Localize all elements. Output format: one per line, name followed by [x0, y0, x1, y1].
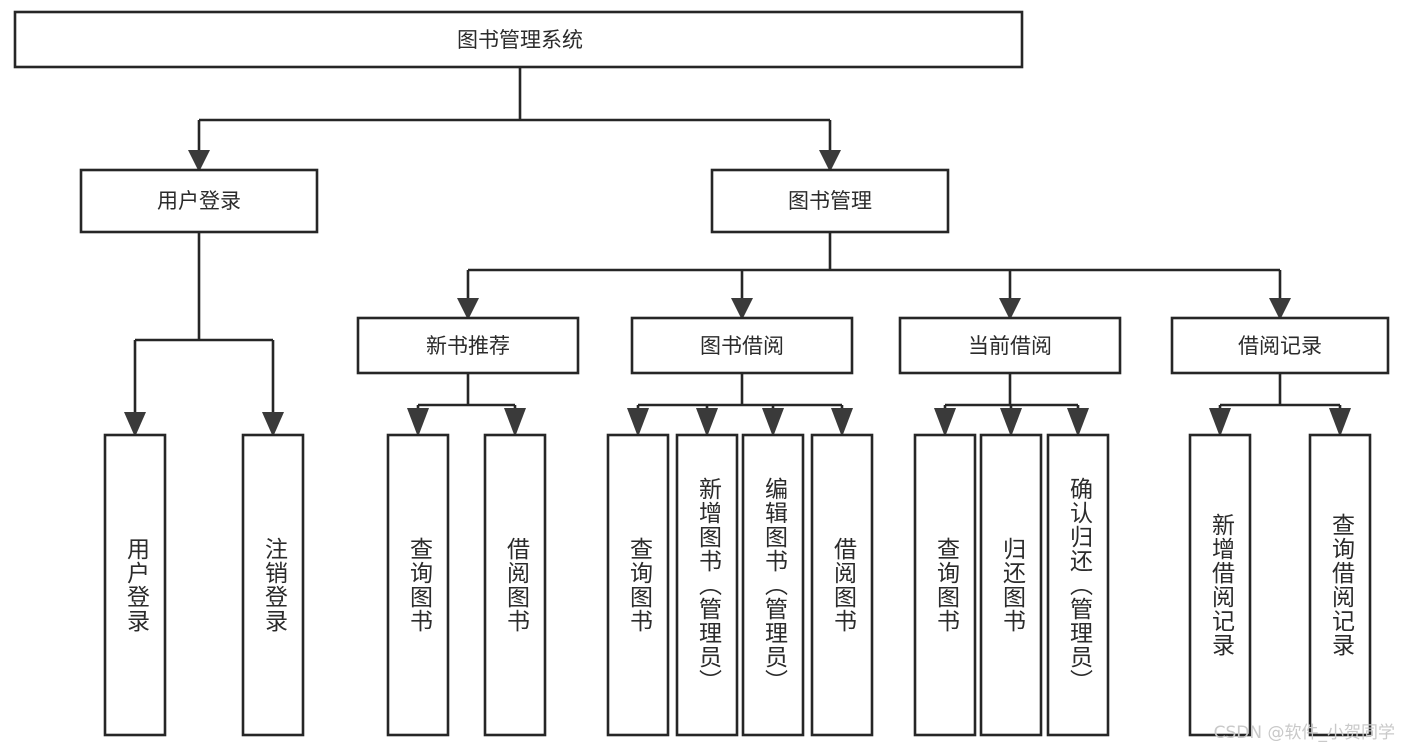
leaf-box-bb-borrow-book[interactable]	[810, 433, 874, 737]
arrow-to-book-borrow	[731, 298, 753, 320]
leaf-box-bb-edit-book[interactable]	[741, 433, 805, 737]
leaf-box-logout[interactable]	[241, 433, 305, 737]
leaf-label-cb-return-book: 归还图书	[998, 537, 1025, 633]
leaf-box-nb-query-book[interactable]	[386, 433, 450, 737]
leaf-label-logout: 注销登录	[260, 537, 287, 633]
leaf-label-bb-query-book: 查询图书	[625, 537, 652, 633]
book-borrow-label: 图书借阅	[700, 334, 784, 358]
leaf-layer	[103, 433, 1372, 737]
leaf-box-cb-query-book[interactable]	[913, 433, 977, 737]
arrow-to-borrow-record	[1269, 298, 1291, 320]
current-borrow-box[interactable]	[898, 316, 1122, 375]
leaf-box-bb-query-book[interactable]	[606, 433, 670, 737]
node-root-system[interactable]: 图书管理系统	[13, 10, 1024, 69]
node-new-book-recommend[interactable]: 新书推荐	[356, 316, 580, 375]
borrow-record-label: 借阅记录	[1238, 334, 1322, 358]
leaf-label-user-login: 用户登录	[122, 537, 149, 633]
arrow-to-leaf-br-2	[1329, 408, 1351, 437]
leaf-label-br-query-record: 查询借阅记录	[1327, 513, 1354, 657]
new-book-recommend-label: 新书推荐	[426, 334, 510, 358]
watermark-credit: CSDN @软件_小贺同学	[1213, 723, 1395, 743]
leaf-label-nb-borrow-book: 借阅图书	[502, 537, 529, 633]
node-borrow-record[interactable]: 借阅记录	[1170, 316, 1390, 375]
arrow-to-leaf-user-login	[124, 412, 146, 437]
root-label: 图书管理系统	[457, 28, 583, 52]
arrow-to-leaf-logout	[262, 412, 284, 437]
book-manage-label: 图书管理	[788, 189, 872, 213]
book-borrow-box[interactable]	[630, 316, 854, 375]
current-borrow-label: 当前借阅	[968, 334, 1052, 358]
arrow-to-user-login	[188, 150, 210, 172]
arrow-to-leaf-bb-3	[762, 408, 784, 437]
borrow-record-box[interactable]	[1170, 316, 1390, 375]
arrowhead-layer	[124, 150, 1351, 437]
leaf-label-nb-query-book: 查询图书	[405, 537, 432, 633]
leaf-box-cb-confirm-return[interactable]	[1046, 433, 1110, 737]
arrow-to-current-borrow	[999, 298, 1021, 320]
root-box[interactable]	[13, 10, 1024, 69]
node-book-borrow[interactable]: 图书借阅	[630, 316, 854, 375]
leaf-box-br-query-record[interactable]	[1308, 433, 1372, 737]
node-book-manage[interactable]: 图书管理	[710, 168, 950, 234]
arrow-to-leaf-nb-1	[407, 408, 429, 437]
arrow-to-leaf-nb-2	[504, 408, 526, 437]
arrow-to-book-manage	[819, 150, 841, 172]
node-user-login[interactable]: 用户登录	[79, 168, 319, 234]
leaf-label-br-add-record: 新增借阅记录	[1207, 513, 1234, 657]
leaf-box-cb-return-book[interactable]	[979, 433, 1043, 737]
leaf-label-bb-add-book: 新增图书（管理员）	[694, 477, 721, 693]
arrow-to-leaf-bb-1	[627, 408, 649, 437]
arrow-to-leaf-bb-2	[696, 408, 718, 437]
arrow-to-leaf-cb-1	[934, 408, 956, 437]
leaf-box-br-add-record[interactable]	[1188, 433, 1252, 737]
node-current-borrow[interactable]: 当前借阅	[898, 316, 1122, 375]
leaf-box-nb-borrow-book[interactable]	[483, 433, 547, 737]
leaf-box-bb-add-book[interactable]	[675, 433, 739, 737]
leaf-label-cb-confirm-return: 确认归还（管理员）	[1065, 477, 1092, 693]
arrow-to-leaf-bb-4	[831, 408, 853, 437]
arrow-to-leaf-cb-3	[1067, 408, 1089, 437]
arrow-to-leaf-br-1	[1209, 408, 1231, 437]
new-book-recommend-box[interactable]	[356, 316, 580, 375]
arrow-to-leaf-cb-2	[1000, 408, 1022, 437]
leaf-box-user-login[interactable]	[103, 433, 167, 737]
leaf-label-cb-query-book: 查询图书	[932, 537, 959, 633]
book-manage-box[interactable]	[710, 168, 950, 234]
user-login-box[interactable]	[79, 168, 319, 234]
leaf-label-bb-edit-book: 编辑图书（管理员）	[760, 477, 787, 693]
arrow-to-new-book-recommend	[457, 298, 479, 320]
user-login-label: 用户登录	[157, 189, 241, 213]
leaf-label-bb-borrow-book: 借阅图书	[829, 537, 856, 633]
